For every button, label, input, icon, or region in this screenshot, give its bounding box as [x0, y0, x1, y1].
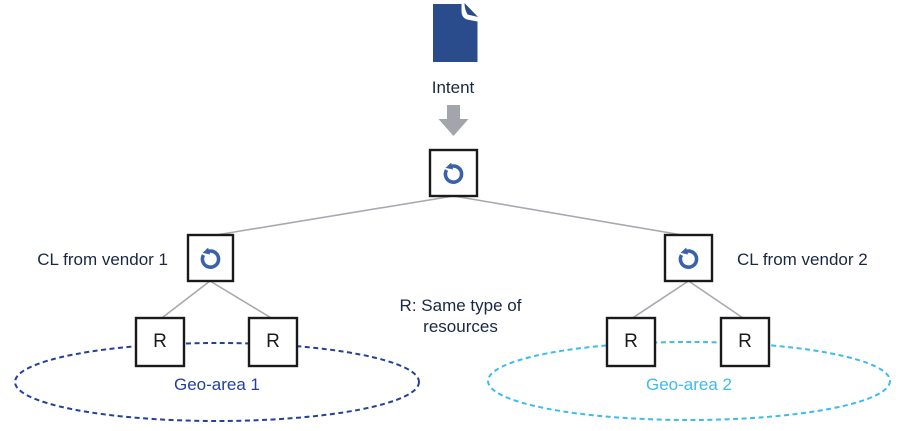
node-boxes	[134, 148, 771, 368]
resource-label: R	[624, 331, 638, 352]
geo-area-2-label: Geo-area 2	[646, 375, 732, 394]
resource-label: R	[738, 331, 752, 352]
document-icon	[433, 3, 478, 62]
resource-box	[719, 316, 771, 368]
note-line-1: R: Same type of	[399, 296, 522, 315]
geo-area-1-ellipse	[14, 342, 420, 422]
resource-label: R	[153, 331, 167, 352]
vendor-1-node-box	[186, 233, 235, 283]
tree-connectors	[160, 195, 745, 320]
geo-area-1-label: Geo-area 1	[174, 375, 260, 394]
resource-box	[134, 316, 186, 368]
note-resources: R: Same type of resources	[370, 295, 551, 337]
geo-area-2-ellipse	[487, 341, 891, 421]
vendor-1-label: CL from vendor 1	[37, 250, 168, 269]
vendor-2-node-box	[663, 233, 714, 283]
down-arrow-icon	[438, 105, 469, 136]
resource-label: R	[266, 331, 280, 352]
resource-box	[247, 316, 299, 368]
vendor-2-label: CL from vendor 2	[737, 250, 868, 269]
intent-label: Intent	[431, 78, 475, 97]
note-line-2: resources	[423, 317, 498, 336]
resource-box	[605, 316, 657, 368]
root-node-box	[428, 148, 479, 198]
